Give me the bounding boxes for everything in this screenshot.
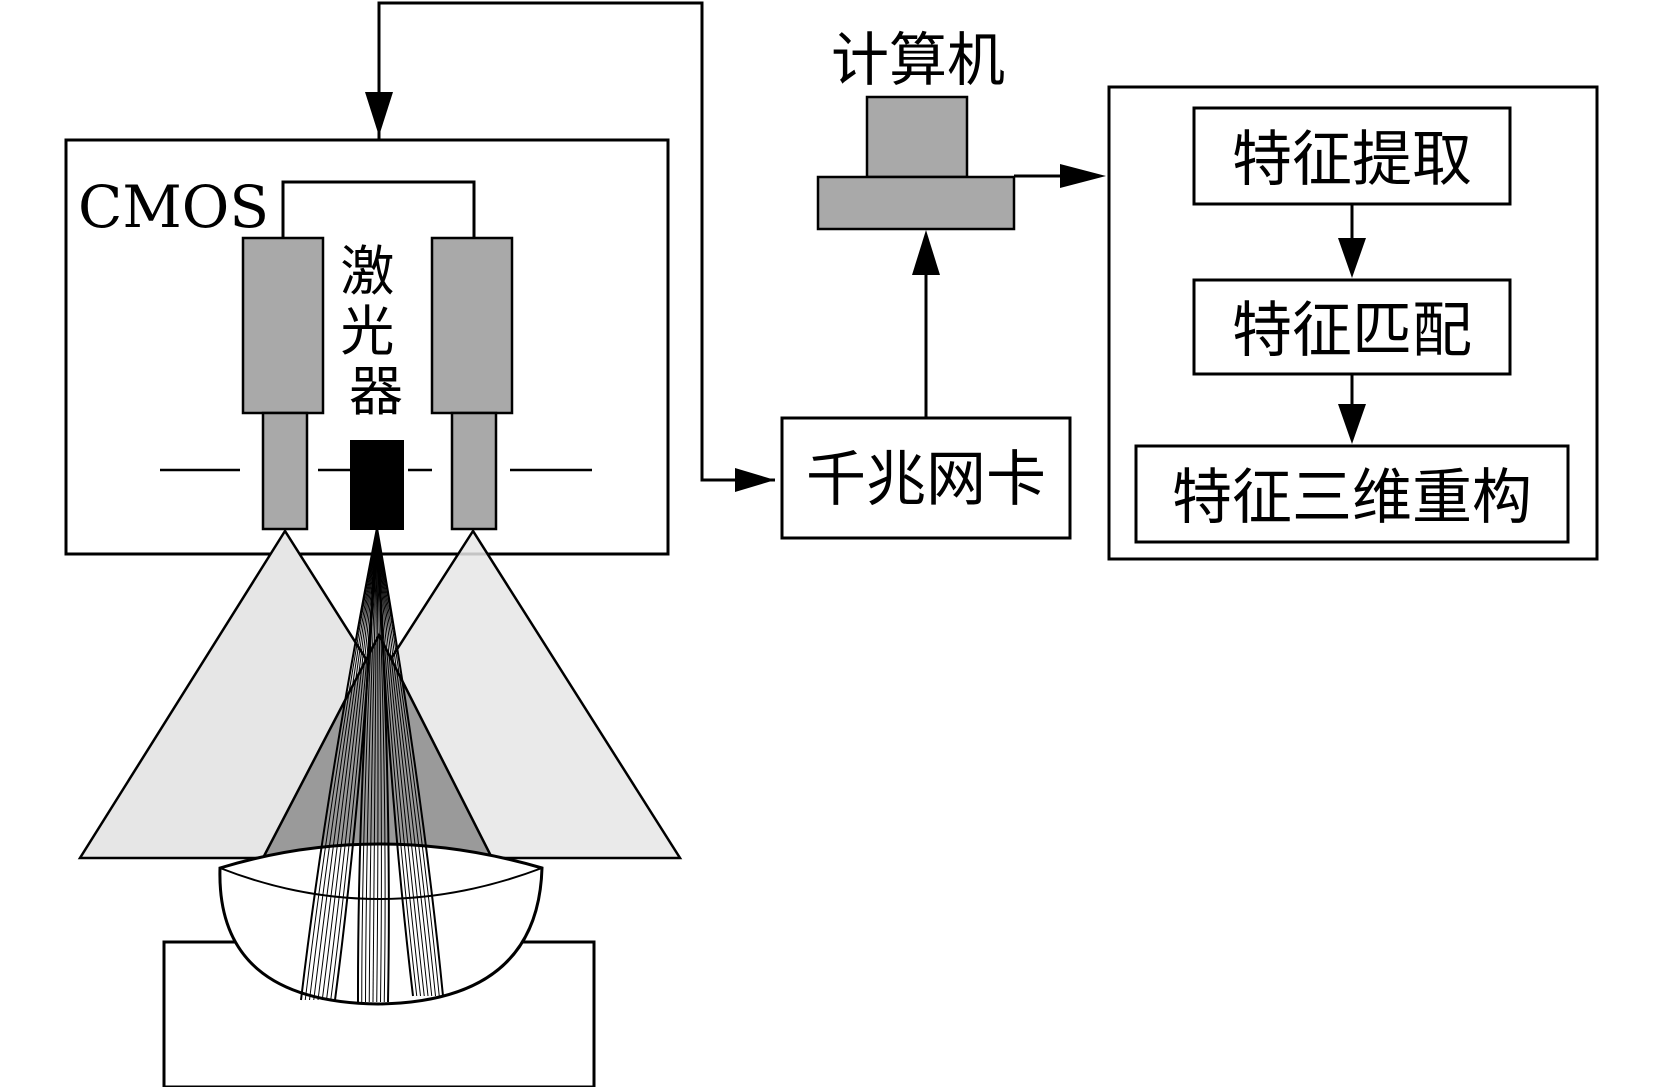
nic-label: 千兆网卡	[806, 445, 1046, 515]
process-step1-label: 特征提取	[1232, 125, 1472, 195]
data-link-line	[377, 1, 775, 482]
laser-beam-line	[313, 527, 378, 1001]
laser-beam-line	[376, 527, 436, 997]
camera-bracket	[281, 180, 476, 238]
weld-dome-rim	[219, 867, 543, 900]
sensor-enclosure	[64, 138, 670, 556]
laser-beam-line	[372, 527, 378, 1003]
arrow-step1-step2-icon	[1338, 238, 1366, 278]
laser-beam-line	[361, 527, 378, 1003]
laser-beam-line	[376, 527, 444, 997]
arrow-into-computer-icon	[912, 230, 940, 275]
laser-beam-line	[356, 527, 378, 1003]
laser-emitter-icon	[350, 440, 404, 530]
laser-beam-line	[376, 527, 425, 997]
laser-beam-line	[326, 527, 378, 1001]
camera-left-icon	[241, 236, 325, 531]
laser-beam-line	[368, 527, 378, 1003]
laser-beam-line	[376, 527, 421, 997]
laser-label: 激 光 器	[340, 240, 411, 423]
laser-beam-line	[317, 527, 378, 1001]
laser-beam-line	[376, 527, 414, 997]
arrow-step2-step3-icon	[1338, 404, 1366, 444]
laser-beam-line	[304, 527, 378, 1001]
process-step-feature-extraction	[1192, 106, 1512, 206]
arrow-into-process-icon	[1060, 164, 1106, 188]
laser-beam-fan	[300, 527, 444, 1003]
process-step3-label: 特征三维重构	[1172, 463, 1532, 533]
laser-beam-line	[376, 527, 379, 1003]
laser-beam-line	[376, 527, 418, 997]
nic-box	[780, 416, 1072, 540]
laser-beam-line	[376, 527, 440, 997]
laser-beam-line	[300, 527, 378, 1001]
laser-beam-line	[365, 527, 378, 1003]
camera-right-icon	[430, 236, 514, 531]
computer-label: 计算机	[831, 26, 1005, 94]
laser-beam-line	[376, 527, 429, 997]
laser-beam-line	[309, 527, 378, 1001]
computer-icon	[816, 95, 1016, 231]
arrow-into-nic-icon	[735, 468, 775, 492]
process-step2-label: 特征匹配	[1232, 296, 1472, 366]
arrow-into-sensor-icon	[365, 92, 393, 136]
sensor-head: CMOS 激 光 器	[64, 138, 670, 556]
process-step-3d-reconstruction	[1134, 444, 1570, 544]
cmos-label: CMOS	[78, 173, 269, 241]
laser-beam-line	[376, 527, 433, 997]
laser-beam-line	[376, 527, 382, 1003]
laser-beam-line	[321, 527, 378, 1001]
